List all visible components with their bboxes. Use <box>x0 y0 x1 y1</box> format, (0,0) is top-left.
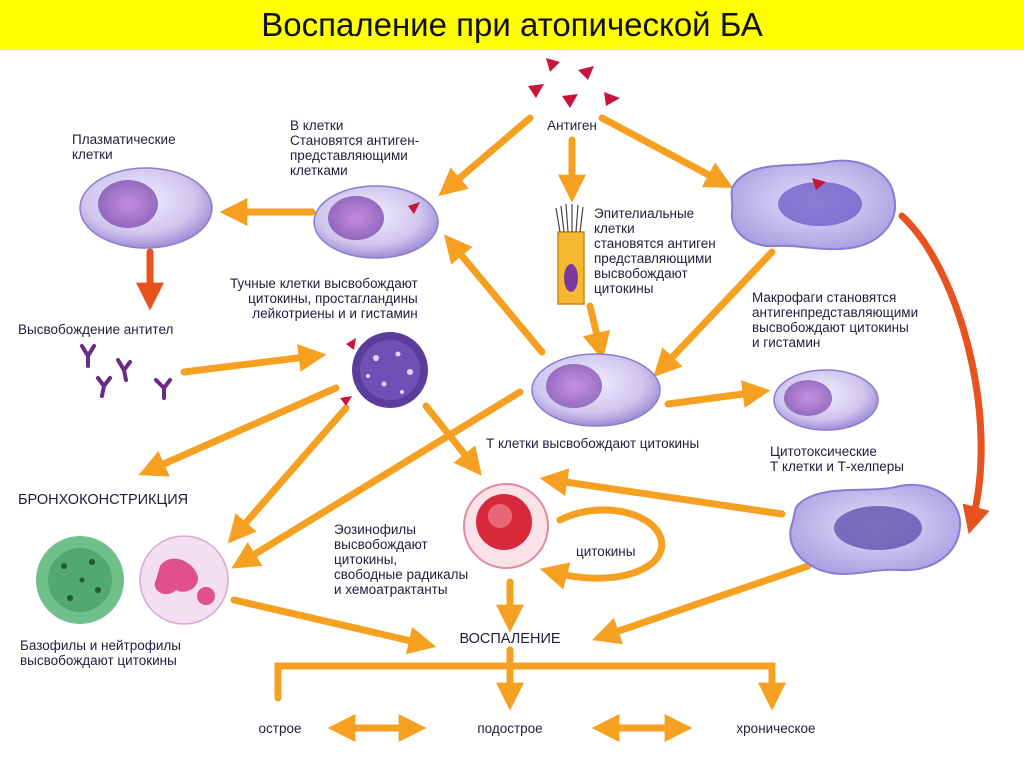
basophil-cell <box>36 536 124 624</box>
arrows <box>138 114 812 742</box>
arrow-tcell-to-cytotoxic <box>664 380 771 408</box>
label-eosinophils: Эозинофилы высвобождают цитокины, свобод… <box>334 522 469 597</box>
title-bar-background <box>0 0 1024 50</box>
label-b-cells: В клетки Становятся антиген- представляю… <box>290 118 420 178</box>
antibodies <box>80 344 172 400</box>
epithelial-cell <box>555 203 585 305</box>
label-cytokines: цитокины <box>576 544 635 559</box>
arrow-antigen-to-macrophage <box>598 114 734 188</box>
red-arrows <box>136 212 990 535</box>
label-plasma-cells: Плазматические клетки <box>72 132 176 162</box>
arrow-antibodies-to-mast <box>180 343 327 376</box>
plasma-cell <box>79 167 213 249</box>
arrow-macrophage-to-tcell <box>653 248 776 378</box>
arrow-epithelial-to-tcell <box>582 302 611 361</box>
t-cell <box>531 353 661 427</box>
label-antibody-release: Высвобождение антител <box>18 322 173 337</box>
title-bar <box>0 0 1024 50</box>
b-cell <box>313 185 439 259</box>
label-t-cells: Т клетки высвобождают цитокины <box>486 436 699 451</box>
label-basophils: Базофилы и нейтрофилы высвобождают циток… <box>20 638 181 668</box>
antigen-particles <box>528 58 620 108</box>
label-bronchoconstriction: БРОНХОКОНСТРИКЦИЯ <box>18 492 188 508</box>
slide-title: Воспаление при атопической БА <box>261 6 763 43</box>
neutrophil-cell <box>139 535 229 625</box>
mast-cell <box>340 332 428 408</box>
label-subacute: подострое <box>477 721 542 736</box>
label-macrophages: Макрофаги становятся антигенпредставляющ… <box>752 290 919 350</box>
macrophage-cell <box>730 159 897 251</box>
arrow-basophils-to-inflammation <box>230 596 437 655</box>
arrow-inflammation-branches <box>274 662 786 711</box>
arrow-mast-to-bronchoconstriction <box>138 384 340 477</box>
arrow-macrophage2-to-eosinophil <box>539 468 786 518</box>
eosinophil-cell <box>463 483 549 569</box>
label-mast-cells: Тучные клетки высвобождают цитокины, про… <box>230 276 418 321</box>
label-acute: острое <box>259 721 302 736</box>
label-cytotoxic: Цитотоксические Т клетки и Т-хелперы <box>770 444 904 474</box>
label-epithelial: Эпителиальные клетки становятся антиген … <box>594 206 716 296</box>
arrow-macrophage-to-macrophage2 <box>898 212 990 535</box>
cytotoxic-cell <box>773 369 879 431</box>
arrow-cytokines-loop <box>539 506 666 590</box>
arrow-mast-to-basophils <box>227 404 350 544</box>
arrow-antigen-to-bcell <box>438 114 534 197</box>
arrow-tcell-to-bcell <box>443 234 546 356</box>
label-chronic: хроническое <box>736 721 815 736</box>
label-antigen: Антиген <box>547 118 597 133</box>
arrow-macrophage2-to-inflammation <box>592 562 812 645</box>
macrophage-cell-2 <box>789 483 962 576</box>
arrow-tcell-to-basophils <box>231 388 524 569</box>
label-inflammation: ВОСПАЛЕНИЕ <box>459 631 560 647</box>
